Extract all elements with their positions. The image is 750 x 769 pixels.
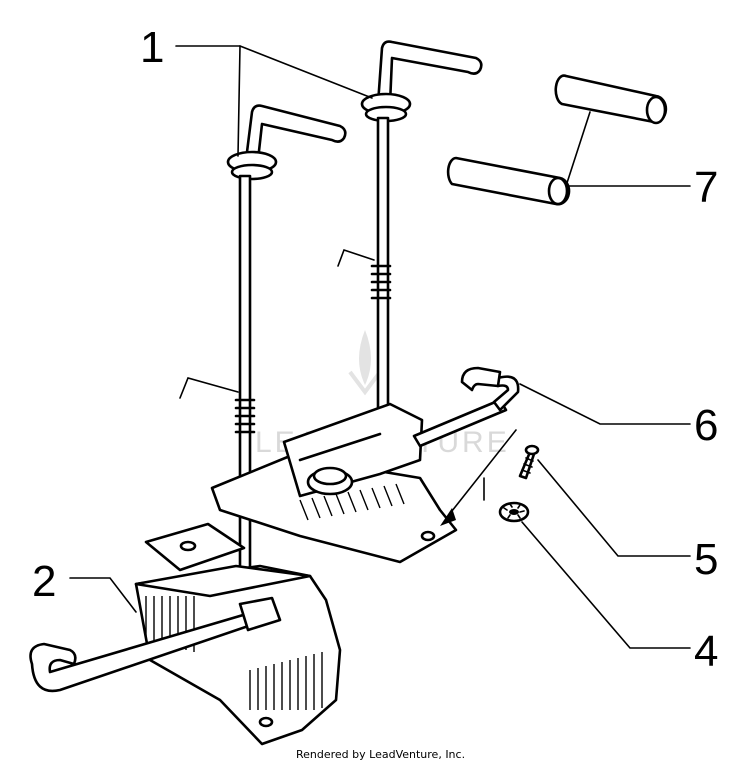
footer-credit: Rendered by LeadVenture, Inc.: [296, 748, 465, 761]
callout-4: 4: [694, 627, 718, 676]
watermark-logo: [348, 330, 382, 396]
grip-lower: [446, 156, 571, 206]
callout-6: 6: [694, 401, 718, 450]
screw: [518, 444, 540, 480]
washer: [498, 501, 530, 523]
control-rod-left: [179, 104, 347, 578]
callout-2: 2: [32, 557, 56, 606]
control-rod-right: [337, 40, 483, 460]
grip-upper: [554, 74, 668, 125]
callout-1: 1: [140, 23, 164, 72]
callout-5: 5: [694, 535, 718, 584]
callout-7: 7: [694, 163, 718, 212]
leader-lines: [69, 45, 691, 649]
bracket-left: [29, 522, 342, 746]
bracket-right: [210, 366, 520, 564]
